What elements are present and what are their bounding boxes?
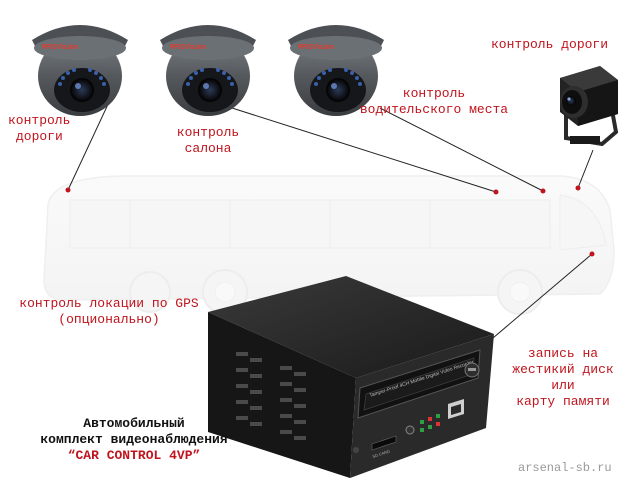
dome-camera-icon: PROVision: [32, 25, 128, 116]
dvr-sd-label: SD CARD: [372, 449, 391, 459]
marker-salon: [493, 189, 499, 195]
label-salon: контроль салона: [176, 125, 240, 156]
camera-brand-label: PROVision: [298, 44, 334, 51]
marker-driver: [540, 188, 546, 194]
label-gps: контроль локации по GPS (опционально): [19, 296, 199, 327]
marker-road-right: [575, 185, 581, 191]
dome-camera-icon: PROVision: [288, 25, 384, 116]
box-camera-icon: [560, 66, 619, 147]
bus-silhouette: [43, 175, 615, 315]
caption-line1: Автомобильный: [83, 416, 185, 431]
watermark: arsenal-sb.ru: [518, 461, 612, 475]
caption-product-name: “CAR CONTROL 4VP”: [67, 448, 201, 463]
camera-brand-label: PROVision: [42, 44, 78, 51]
marker-storage: [589, 251, 595, 257]
pointer-lines: [67, 99, 594, 339]
marker-dots: [65, 185, 595, 257]
camera-brand-label: PROVision: [170, 44, 206, 51]
label-storage: запись на жестикий диск или карту памяти: [512, 346, 614, 409]
dome-camera-icon: PROVision: [160, 25, 256, 116]
marker-road-left: [65, 187, 71, 193]
label-road-left: контроль дороги: [8, 113, 71, 144]
product-caption: Автомобильный комплект видеонаблюдения “…: [14, 416, 254, 464]
label-driver: контроль водительского места: [359, 86, 509, 117]
dvr-icon: Tamper-Proof 4CH Mobile Digital Video Re…: [208, 276, 494, 478]
label-road-right: контроль дороги: [491, 37, 609, 52]
caption-line2: комплект видеонаблюдения: [40, 432, 228, 447]
